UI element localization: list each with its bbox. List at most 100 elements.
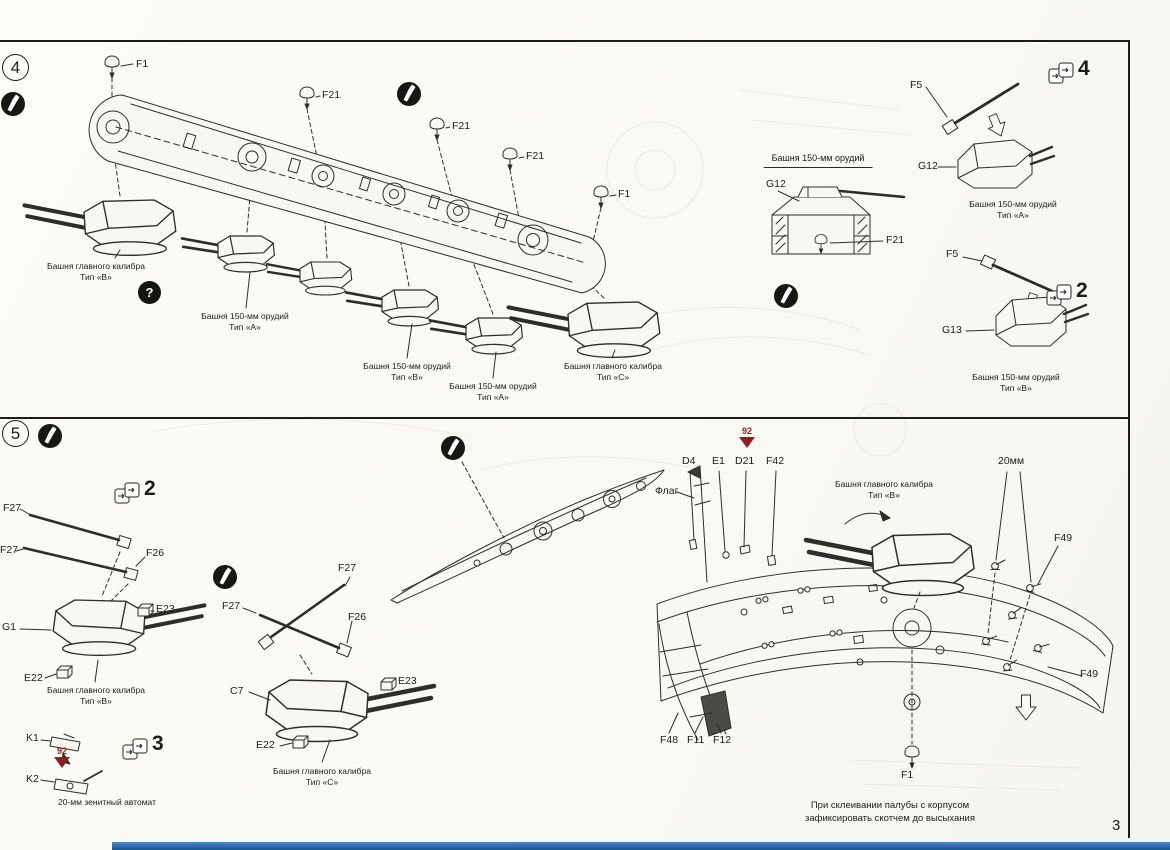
step4-assembly-g12-drawing: [925, 82, 1056, 189]
assembly-count-icon: [122, 738, 148, 760]
part-box: [292, 735, 309, 749]
caption-line: Башня 150-мм орудий: [201, 311, 289, 321]
turret-drawing: [266, 680, 434, 742]
step4-number: 4: [2, 54, 29, 81]
part-label-k2: K2: [26, 773, 39, 785]
part-label-f49: F49: [1080, 668, 1099, 680]
part-label-f1: F1: [901, 769, 914, 781]
rudder-shape: [700, 690, 732, 737]
caption-turret-150-b: Башня 150-мм орудий Тип «В»: [363, 361, 451, 383]
question-glyph: ?: [145, 285, 154, 300]
turret-drawing: [25, 200, 176, 255]
part-label-f27: F27: [3, 502, 22, 514]
caption-line: Тип «В»: [80, 696, 112, 707]
note-line: При склеивании палубы с корпусом: [810, 800, 970, 811]
step5-number-text: 5: [10, 423, 21, 443]
part-label-g1: G1: [2, 621, 17, 633]
part-label-f49: F49: [1054, 532, 1073, 544]
caption-line: Башня главного калибра: [835, 479, 933, 489]
part-label-f21: F21: [886, 234, 905, 246]
glue-icon: [397, 82, 421, 106]
caption-line: Тип «С»: [305, 777, 339, 788]
flag-shape: [687, 465, 701, 479]
part-label-g12: G12: [766, 178, 786, 190]
quantity-4: 4: [1078, 57, 1090, 80]
part-label-f27: F27: [0, 544, 19, 556]
step5-stern-drawing: [656, 465, 1114, 769]
decal-number: 92: [741, 426, 752, 436]
note-line: зафиксировать скотчем до высыхания: [805, 813, 975, 825]
caption-line: Тип «В»: [80, 272, 112, 283]
right-border: [1128, 40, 1130, 838]
part-label-f12: F12: [713, 734, 732, 746]
deck-pin: [429, 117, 445, 141]
step4-cross-section-drawing: [771, 186, 906, 255]
quantity-2: 2: [1076, 279, 1088, 302]
caption-assembly-g13: Башня 150-мм орудий Тип «В»: [972, 372, 1060, 394]
part-label-f42: F42: [766, 455, 785, 467]
caption-line: Башня 150-мм орудий: [449, 381, 537, 391]
step5-c7-drawing: [242, 576, 434, 763]
step4-deck-drawing: [25, 55, 660, 379]
caption-line: Тип «В»: [1000, 383, 1032, 394]
assembly-count-icon: [1048, 62, 1074, 84]
deck-pin: [502, 147, 518, 171]
glue-icon: [1, 92, 25, 116]
bottom-blue-strip: [112, 842, 1170, 850]
step5-bow-deck-drawing: [390, 461, 665, 604]
turret-drawing: [265, 260, 353, 297]
caption-line: Тип «С»: [596, 372, 630, 383]
glue-icon: [441, 436, 465, 460]
deck-pin: [299, 86, 315, 110]
caption-line: Башня 150-мм орудий: [969, 199, 1057, 209]
assembly-count-icon: [1046, 284, 1072, 306]
caption-line: Башня главного калибра: [273, 766, 371, 776]
part-label-d21: D21: [735, 455, 755, 467]
turret-drawing: [180, 234, 276, 274]
part-label-k1: K1: [26, 732, 39, 744]
caption-turret-main-b: Башня главного калибра Тип «В»: [47, 261, 145, 283]
caption-assembly-g12: Башня 150-мм орудий Тип «А»: [969, 199, 1057, 221]
part-box: [380, 677, 397, 691]
step4-number-text: 4: [10, 57, 21, 77]
part-label-f26: F26: [348, 611, 367, 623]
placement-arrow: [1015, 694, 1037, 721]
caption-turret-main-c: Башня главного калибра Тип «С»: [273, 766, 371, 788]
caption-turret-150-a: Башня 150-мм орудий Тип «А»: [201, 311, 289, 333]
part-label-e23: E23: [398, 675, 417, 687]
aa-gun-part: [990, 559, 1006, 570]
part-label-f21: F21: [322, 89, 341, 101]
glue-icon: [774, 284, 798, 308]
part-label-f1: F1: [136, 58, 149, 70]
part-label-f5: F5: [910, 79, 923, 91]
assembly-note: При склеивании палубы с корпусом зафикси…: [805, 799, 975, 826]
page-number: 3: [1112, 817, 1121, 834]
cross-section-header: Башня 150-мм орудий: [763, 153, 873, 168]
question-icon: ?: [138, 281, 161, 304]
part-label-f21: F21: [526, 150, 545, 162]
caption-line: Тип «А»: [229, 322, 261, 333]
decal-marker-92: 92: [50, 747, 74, 768]
caption-line: Тип «А»: [997, 210, 1029, 221]
part-label-d4: D4: [682, 455, 696, 467]
quantity-3: 3: [152, 732, 164, 755]
caption-turret-main-b: Башня главного калибра Тип «В»: [47, 685, 145, 707]
part-label-f21: F21: [452, 120, 471, 132]
placement-arrow: [983, 111, 1010, 140]
part-box: [56, 665, 73, 679]
part-label-e23: E23: [156, 603, 175, 615]
caption-line: Башня главного калибра: [47, 685, 145, 695]
caption-line: Башня 150-мм орудий: [363, 361, 451, 371]
caption-line: Тип «В»: [391, 372, 423, 383]
caption-aa-gun: 20-мм зенитный автомат: [58, 797, 156, 808]
part-label-f5: F5: [946, 248, 959, 260]
turret-drawing: [344, 288, 440, 328]
step-divider: [0, 417, 1130, 419]
deck-pin: [593, 185, 609, 209]
caption-line: Тип «В»: [868, 490, 900, 501]
part-label-c7: C7: [230, 685, 244, 697]
assembly-count-icon: [114, 482, 140, 504]
caption-line: Башня 150-мм орудий: [972, 372, 1060, 382]
caption-line: Башня 150-мм орудий: [771, 153, 865, 163]
